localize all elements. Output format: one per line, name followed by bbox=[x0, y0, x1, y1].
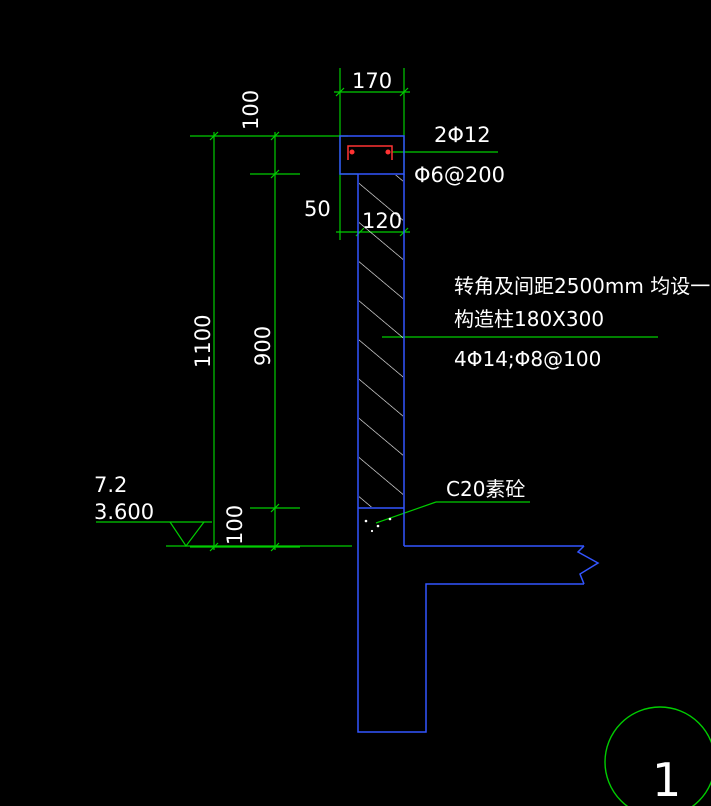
dim-wall-height: 900 bbox=[251, 326, 275, 366]
dim-gap-50: 50 bbox=[304, 197, 331, 221]
elevation-lower: 3.600 bbox=[94, 500, 154, 524]
dim-base-height: 100 bbox=[223, 505, 247, 545]
dim-cap-height: 100 bbox=[239, 90, 263, 130]
rebar-top-bars: 2Φ12 bbox=[434, 123, 491, 147]
note-column-line3: 4Φ14;Φ8@100 bbox=[454, 347, 601, 371]
elevation-upper: 7.2 bbox=[94, 473, 127, 497]
dim-total-height: 1100 bbox=[191, 315, 215, 368]
concrete-dots bbox=[364, 517, 392, 533]
dim-top-width: 170 bbox=[352, 69, 392, 93]
detail-mark-circle bbox=[604, 706, 711, 806]
note-column-line2: 构造柱180X300 bbox=[454, 307, 604, 331]
note-column-line1: 转角及间距2500mm 均设一 bbox=[454, 274, 710, 298]
dimension-lines bbox=[96, 68, 658, 552]
rebar-cap bbox=[347, 145, 393, 160]
wall-outline bbox=[339, 135, 600, 733]
dim-wall-width: 120 bbox=[362, 209, 402, 233]
hatched-wall bbox=[359, 175, 403, 507]
rebar-stirrups: Φ6@200 bbox=[414, 163, 505, 187]
note-concrete: C20素砼 bbox=[446, 477, 525, 501]
detail-mark-number: 1 bbox=[652, 753, 681, 806]
